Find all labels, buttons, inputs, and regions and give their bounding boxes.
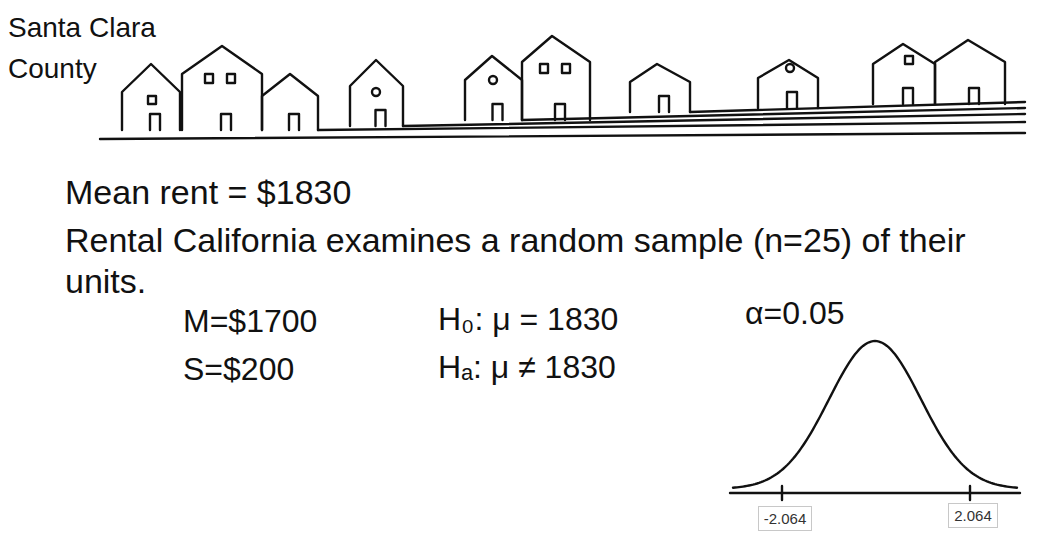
county-name: Santa Clara County <box>8 8 173 89</box>
house-window <box>562 64 570 73</box>
critical-tick <box>781 486 783 500</box>
critical-tick <box>969 486 971 500</box>
house-door <box>969 88 979 104</box>
house-door <box>289 114 299 130</box>
house-outline <box>262 74 318 130</box>
house-door <box>555 104 565 120</box>
house-window <box>227 74 235 83</box>
null-hypothesis: H₀: μ = 1830 <box>438 300 618 338</box>
house-door <box>221 114 231 130</box>
critical-value-box: -2.064 <box>758 506 813 531</box>
x-axis <box>730 492 1020 494</box>
normal-curve-group <box>730 341 1020 500</box>
house-door <box>376 110 386 126</box>
house-outline <box>522 36 590 120</box>
critical-value: 2.064 <box>954 507 992 524</box>
alternative-hypothesis: Hₐ: μ ≠ 1830 <box>438 348 616 386</box>
house-outline <box>630 64 690 112</box>
critical-value: -2.064 <box>764 510 807 527</box>
house-window <box>489 76 497 84</box>
house-door <box>150 114 160 130</box>
house-door <box>787 92 797 108</box>
normal-curve <box>733 341 1017 488</box>
house-window <box>786 64 794 72</box>
significance-level: α=0.05 <box>745 294 844 332</box>
house-outline <box>122 64 180 130</box>
houses <box>100 36 1025 139</box>
house-outline <box>935 40 1005 104</box>
house-window <box>372 88 380 96</box>
critical-value-box: 2.064 <box>948 503 998 528</box>
house-window <box>540 64 548 73</box>
house-outline <box>465 56 522 120</box>
house-window <box>205 74 213 83</box>
house-window <box>905 56 913 64</box>
house-window <box>148 96 156 104</box>
sample-mean: M=$1700 <box>183 302 317 340</box>
house-door <box>659 96 669 112</box>
mean-rent: Mean rent = $1830 <box>65 172 351 213</box>
house-door <box>903 88 913 104</box>
house-outline <box>873 44 935 104</box>
street-line <box>100 133 1025 139</box>
study-description: Rental California examines a random samp… <box>65 220 1005 302</box>
street-line <box>690 102 1025 112</box>
house-outline <box>350 60 403 126</box>
house-outline <box>758 60 818 108</box>
house-door <box>493 104 503 120</box>
sample-sd: S=$200 <box>183 350 294 388</box>
house-outline <box>182 46 262 130</box>
